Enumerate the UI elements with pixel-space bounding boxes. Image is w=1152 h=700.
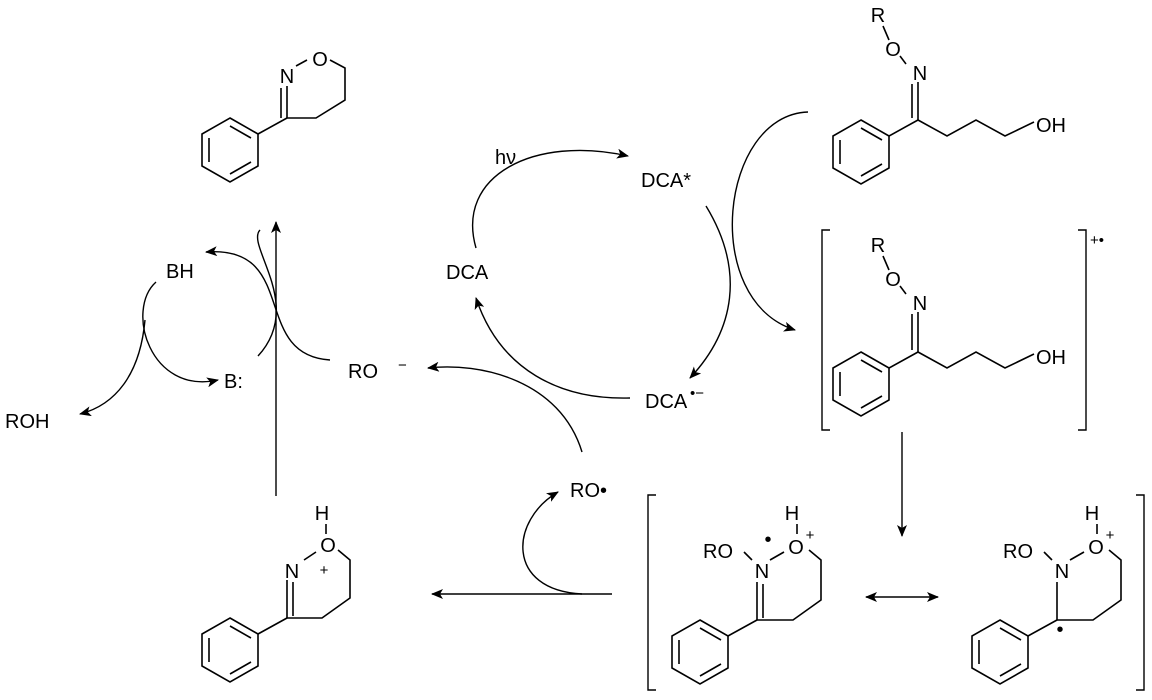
dca-radical-anion-charge: •− (690, 385, 704, 402)
r-group-label: R (871, 5, 885, 27)
alkoxide-charge: − (398, 357, 407, 374)
form1-h-label: H (785, 503, 799, 525)
radical-reduction-arrow (427, 361, 583, 453)
oxazinium-plus: + (320, 562, 329, 579)
light-label: hν (495, 147, 516, 169)
resonance-form-1: RO • N O + H (671, 503, 822, 685)
ro-radical-loss-arrow (522, 491, 583, 595)
form2-h-label: H (1085, 503, 1099, 525)
proton-abstraction-tail (256, 229, 278, 357)
dca-label: DCA (446, 262, 489, 284)
oxime-o-label: O (885, 39, 901, 61)
conjugate-acid-label: BH (166, 261, 194, 283)
proton-abstraction-arrow (205, 246, 331, 361)
resonance-bracket-right (1136, 494, 1145, 691)
form2-n-label: N (1055, 561, 1069, 583)
form1-ro-label: RO (703, 541, 733, 563)
form1-radical-dot: • (764, 529, 771, 551)
resonance-form-2: RO N O + H • (971, 503, 1122, 685)
base-label: B: (224, 371, 243, 393)
form2-radical-dot: • (1056, 619, 1063, 641)
catalyst-regeneration-arrow (474, 297, 631, 399)
oxime-substrate: R O N OH (832, 5, 1066, 185)
base-regeneration-arrow (142, 281, 219, 388)
cation-n-label: N (913, 293, 927, 315)
radical-cation-charge: +• (1090, 232, 1104, 249)
alkoxide-label: RO (348, 361, 378, 383)
electron-transfer-arrow (689, 205, 731, 379)
roh-formation-arrow (79, 319, 146, 417)
alcohol-byproduct-label: ROH (5, 411, 49, 433)
form2-o-label: O (1088, 537, 1104, 559)
cation-o-label: O (885, 269, 901, 291)
form1-o-label: O (788, 537, 804, 559)
cation-hydroxyl-label: OH (1036, 347, 1066, 369)
oxime-n-label: N (913, 63, 927, 85)
oxazinium-n-label: N (285, 561, 299, 583)
ring-n-label: N (280, 66, 294, 88)
form2-plus: + (1106, 527, 1115, 544)
cation-r-label: R (871, 235, 885, 257)
excitation-arrow (471, 148, 629, 249)
radical-cation: +• R O N OH (821, 229, 1104, 431)
resonance-bracket-left (647, 494, 656, 691)
ring-o-label: O (312, 49, 328, 71)
substrate-oxidation-arrow (731, 111, 809, 332)
oxazine-product: N O (201, 49, 346, 183)
form1-plus: + (806, 527, 815, 544)
hydroxyl-label: OH (1036, 115, 1066, 137)
form2-ro-label: RO (1003, 541, 1033, 563)
dca-radical-anion-label: DCA (645, 391, 688, 413)
oxazinium-o-label: O (320, 535, 336, 557)
dca-excited-label: DCA* (641, 170, 691, 192)
protonated-oxazine: H O + N (201, 503, 351, 683)
alkoxy-radical-label: RO• (570, 480, 607, 502)
form1-n-label: N (755, 561, 769, 583)
oxazinium-h-label: H (315, 503, 329, 525)
